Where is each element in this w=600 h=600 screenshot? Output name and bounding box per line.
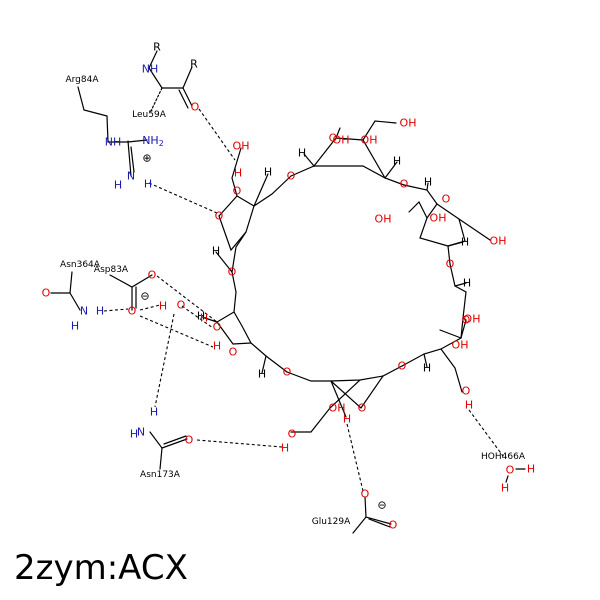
- residue-label-asn173a: Asn173A: [140, 470, 181, 480]
- asn173a-sidechain: [149, 431, 188, 470]
- residue-labels: Arg84A Leu59A Asn364A Asp83A Asn173A Glu…: [60, 75, 526, 527]
- atom-h-red: H: [501, 482, 509, 495]
- arg84a-sidechain: [77, 86, 148, 177]
- atom-h: H: [258, 368, 266, 381]
- atom-h: H: [461, 236, 469, 249]
- glu129a-o1: O: [361, 488, 370, 501]
- hydroxyl-o: O: [462, 385, 471, 398]
- atom-h-blue: H: [144, 178, 152, 191]
- residue-atoms: R R NH O NH NH2 ⊕ N H H O N H H O O ⊖ H …: [42, 41, 535, 532]
- negative-charge: ⊖: [140, 290, 149, 303]
- atom-h: H: [212, 245, 220, 258]
- atom-o: O: [229, 346, 238, 359]
- residue-label-asp83a: Asp83A: [94, 265, 129, 275]
- atom-h-blue: H: [96, 305, 104, 318]
- atom-h-red: H: [343, 413, 351, 426]
- atom-o: O: [329, 132, 338, 145]
- ring-hydrogens: H H H H H H H H H H: [197, 147, 471, 381]
- hydroxyl-label: OH: [452, 339, 469, 352]
- atom-h: H: [423, 362, 431, 375]
- atom-h: H: [197, 310, 205, 323]
- arg84a-ne: NH: [105, 136, 122, 149]
- hydroxyl-label: OH: [490, 235, 507, 248]
- residue-label-glu129a: Glu129A: [312, 517, 351, 527]
- atom-h-red: H: [234, 167, 242, 180]
- residue-label-arg84a: Arg84A: [65, 75, 99, 85]
- hbond-hydrogens: H H H H H H H: [159, 167, 473, 455]
- atom-h: H: [298, 147, 306, 160]
- hydrogen-bonds: [103, 108, 504, 492]
- residue-label-asn364a: Asn364A: [60, 260, 101, 270]
- glu129a-sidechain: [352, 496, 392, 534]
- hydroxyl-groups: OH OH OH OH OH OH OH OH OH OH O O O: [177, 117, 507, 441]
- atom-h: H: [463, 277, 471, 290]
- atom-h-red: H: [527, 463, 535, 476]
- hydroxyl-label: OH: [400, 117, 417, 130]
- atom-o: O: [233, 185, 242, 198]
- atom-o: O: [287, 170, 296, 183]
- atom-h-blue: H: [114, 179, 122, 192]
- asp83a-o2: O: [128, 305, 137, 318]
- atom-h: H: [264, 166, 272, 179]
- atom-o: O: [446, 258, 455, 271]
- atom-h: H: [424, 176, 432, 189]
- r-group: R: [153, 41, 161, 54]
- atom-o: O: [462, 314, 471, 327]
- asn364a-sidechain: [50, 271, 81, 311]
- atom-o: O: [283, 366, 292, 379]
- ring-oxygens: O O O O O O O O O O O O O O: [213, 132, 471, 415]
- r-group: R: [190, 58, 198, 71]
- asn173a-o: O: [185, 434, 194, 447]
- asp83a-sidechain: [109, 274, 153, 311]
- asn364a-o: O: [42, 287, 51, 300]
- atom-o: O: [400, 178, 409, 191]
- glu129a-o2: O: [389, 519, 398, 532]
- asn364a-n: N: [80, 305, 88, 318]
- residue-label-leu59a: Leu59A: [132, 110, 167, 120]
- atom-o: O: [442, 193, 451, 206]
- leu59a-backbone: [148, 50, 193, 114]
- hydroxyl-label: OH: [464, 313, 481, 326]
- atom-h-red: H: [159, 300, 167, 313]
- hydroxyl-label: OH: [375, 213, 392, 226]
- hydroxyl-label: OH: [233, 140, 250, 153]
- hydroxyl-o: O: [288, 428, 297, 441]
- negative-charge: ⊖: [377, 499, 386, 512]
- asp83a-o1: O: [148, 269, 157, 282]
- residue-label-hoh466a: HOH466A: [481, 452, 526, 462]
- hydrogen-stub-bonds: [201, 153, 467, 418]
- hydroxyl-label: OH: [361, 134, 378, 147]
- atom-o: O: [228, 266, 237, 279]
- hydroxyl-label: OH: [329, 402, 346, 415]
- atom-o: O: [398, 360, 407, 373]
- arg84a-nh2: NH2: [142, 134, 164, 148]
- atom-o: O: [358, 402, 367, 415]
- leu59a-carbonyl-o: O: [191, 101, 200, 114]
- cyclodextrin-ring-bonds: [216, 120, 491, 433]
- atom-h-red: H: [213, 340, 221, 353]
- atom-o: O: [213, 321, 222, 334]
- diagram-title: 2zym:ACX: [14, 548, 188, 588]
- atom-h-blue: H: [150, 406, 158, 419]
- atom-h-red: H: [281, 442, 289, 455]
- hydroxyl-label: OH: [430, 212, 447, 225]
- atom-h-red: H: [200, 312, 208, 325]
- hydroxyl-label: OH: [333, 134, 350, 147]
- atom-h-red: H: [465, 399, 473, 412]
- arg84a-nh1: N: [127, 170, 135, 183]
- leu59a-nh: NH: [142, 63, 159, 76]
- asn173a-n: N: [137, 426, 145, 439]
- atom-h-blue: H: [130, 428, 138, 441]
- water-o: O: [506, 464, 515, 477]
- atom-h-blue: H: [71, 320, 79, 333]
- atom-h: H: [393, 155, 401, 168]
- positive-charge: ⊕: [142, 152, 151, 165]
- hydroxyl-o: O: [177, 299, 186, 312]
- atom-o: O: [215, 210, 224, 223]
